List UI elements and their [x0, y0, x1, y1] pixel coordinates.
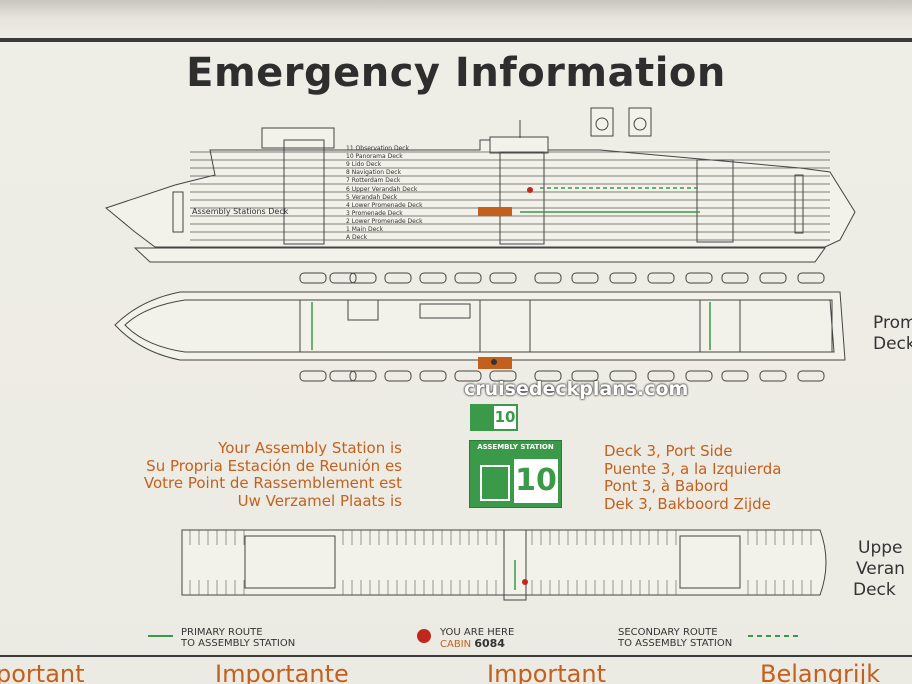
- lifeboat: [489, 272, 517, 284]
- lifeboat: [329, 370, 357, 382]
- deck-label: 4 Lower Promenade Deck: [346, 201, 423, 209]
- you-are-here-swatch: [417, 629, 431, 643]
- assembly-deck-label: Assembly Stations Deck: [192, 207, 289, 216]
- lifeboat: [419, 272, 447, 284]
- lifeboat: [609, 272, 637, 284]
- lifeboat: [329, 272, 357, 284]
- deck-label: 2 Lower Promenade Deck: [346, 217, 423, 225]
- lifeboat: [797, 272, 825, 284]
- lifeboat: [384, 272, 412, 284]
- top-rule: [0, 38, 912, 42]
- lifeboat: [797, 370, 825, 382]
- deck-label: 7 Rotterdam Deck: [346, 177, 401, 185]
- deck-label: 8 Navigation Deck: [346, 169, 402, 177]
- lifeboat: [299, 370, 327, 382]
- bottom-word-3: Important: [487, 660, 606, 684]
- lifeboat: [609, 370, 637, 382]
- deck-label: A Deck: [346, 234, 368, 242]
- lifeboat: [534, 272, 562, 284]
- lifeboat: [685, 370, 713, 382]
- deck-label: 5 Verandah Deck: [346, 193, 398, 201]
- people-icon: [480, 465, 510, 501]
- station-marker: [491, 359, 497, 365]
- assembly-badge: ASSEMBLY STATION 10: [469, 440, 562, 508]
- ship-side-profile: [104, 107, 856, 263]
- bottom-word-2: Importante: [215, 660, 349, 684]
- lifeboat: [349, 272, 377, 284]
- lifeboat: [759, 370, 787, 382]
- watermark: cruisedeckplans.com: [464, 378, 689, 400]
- lifeboat: [759, 272, 787, 284]
- lifeboat: [534, 370, 562, 382]
- deck-label: 3 Promenade Deck: [346, 209, 403, 217]
- lifeboat: [454, 272, 482, 284]
- you-are-here-upper: [522, 579, 528, 585]
- lifeboat: [489, 370, 517, 382]
- lifeboat: [299, 272, 327, 284]
- page-title: Emergency Information: [186, 50, 726, 96]
- legend-here: YOU ARE HERE CABIN 6084: [440, 627, 515, 650]
- lifeboat: [571, 370, 599, 382]
- promenade-deck-plan: [114, 291, 846, 361]
- lifeboat: [721, 370, 749, 382]
- lifeboat: [647, 370, 675, 382]
- assembly-badge-small: 10: [470, 404, 518, 431]
- deck-label: 11 Observation Deck: [346, 145, 410, 152]
- lifeboat: [721, 272, 749, 284]
- assembly-highlight-side: [478, 207, 512, 216]
- lifeboat: [384, 370, 412, 382]
- bottom-word-4: Belangrijk: [760, 660, 881, 684]
- lifeboat: [571, 272, 599, 284]
- lifeboat: [685, 272, 713, 284]
- bottom-rule: [0, 655, 912, 657]
- lifeboat: [647, 272, 675, 284]
- bottom-word-1: portant: [0, 660, 85, 684]
- you-are-here-side: [527, 187, 533, 193]
- deck-label: 9 Lido Deck: [346, 161, 382, 169]
- lifeboat: [349, 370, 377, 382]
- deck-label: 1 Main Deck: [346, 226, 384, 233]
- upper-verandah-deck-plan: [181, 529, 827, 601]
- lifeboat: [419, 370, 447, 382]
- deck-label: 10 Panorama Deck: [346, 153, 403, 161]
- deck-label: 6 Upper Verandah Deck: [346, 185, 418, 193]
- lifeboat: [454, 370, 482, 382]
